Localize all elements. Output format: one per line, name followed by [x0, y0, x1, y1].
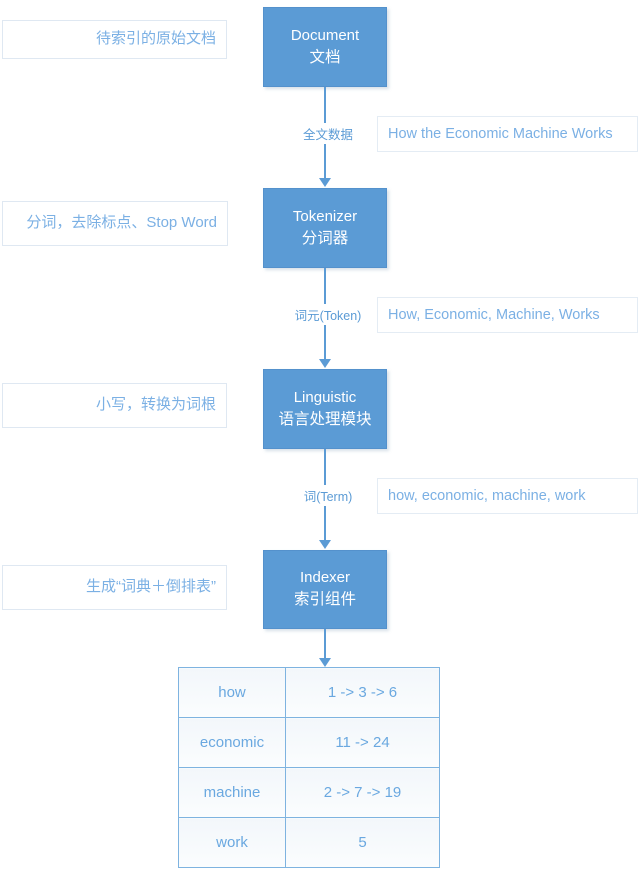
table-row: economic 11 -> 24	[178, 717, 440, 768]
value-box-terms: how, economic, machine, work	[377, 478, 638, 514]
node-tokenizer[interactable]: Tokenizer 分词器	[263, 188, 387, 268]
node-indexer-label-cn: 索引组件	[293, 591, 356, 609]
arrowhead-document-to-tokenizer	[319, 178, 331, 187]
index-postings-cell: 5	[285, 817, 440, 868]
note-box-index-generation: 生成“词典＋倒排表”	[2, 565, 227, 610]
node-document-label-en: Document	[290, 26, 360, 44]
arrowhead-linguistic-to-indexer	[319, 540, 331, 549]
value-box-full-text: How the Economic Machine Works	[377, 116, 638, 152]
arrowhead-indexer-to-index-table	[319, 658, 331, 667]
node-indexer-label-en: Indexer	[299, 569, 351, 587]
node-document-label-cn: 文档	[309, 48, 341, 66]
table-row: machine 2 -> 7 -> 19	[178, 767, 440, 818]
node-tokenizer-label-cn: 分词器	[301, 229, 349, 247]
note-box-tokenize: 分词，去除标点、Stop Word	[2, 201, 228, 246]
inverted-index-table: how 1 -> 3 -> 6 economic 11 -> 24 machin…	[178, 667, 440, 868]
arrowhead-tokenizer-to-linguistic	[319, 359, 331, 368]
index-term-cell: work	[178, 817, 286, 868]
node-linguistic-label-en: Linguistic	[293, 388, 357, 406]
node-indexer[interactable]: Indexer 索引组件	[263, 550, 387, 629]
index-term-cell: machine	[178, 767, 286, 818]
index-postings-cell: 11 -> 24	[285, 717, 440, 768]
node-linguistic[interactable]: Linguistic 语言处理模块	[263, 369, 387, 449]
connector-label-full-text-data: 全文数据	[288, 123, 368, 144]
connector-label-term: 词(Term)	[290, 485, 366, 506]
value-box-tokens: How, Economic, Machine, Works	[377, 297, 638, 333]
node-tokenizer-label-en: Tokenizer	[292, 207, 358, 225]
note-box-linguistic: 小写，转换为词根	[2, 383, 227, 428]
index-term-cell: economic	[178, 717, 286, 768]
node-document[interactable]: Document 文档	[263, 7, 387, 87]
index-term-cell: how	[178, 667, 286, 718]
note-box-source-document: 待索引的原始文档	[2, 20, 227, 59]
table-row: work 5	[178, 817, 440, 868]
connector-indexer-to-index-table	[324, 629, 326, 660]
index-postings-cell: 2 -> 7 -> 19	[285, 767, 440, 818]
connector-label-token: 词元(Token)	[283, 304, 373, 325]
table-row: how 1 -> 3 -> 6	[178, 667, 440, 718]
node-linguistic-label-cn: 语言处理模块	[278, 410, 372, 428]
index-postings-cell: 1 -> 3 -> 6	[285, 667, 440, 718]
